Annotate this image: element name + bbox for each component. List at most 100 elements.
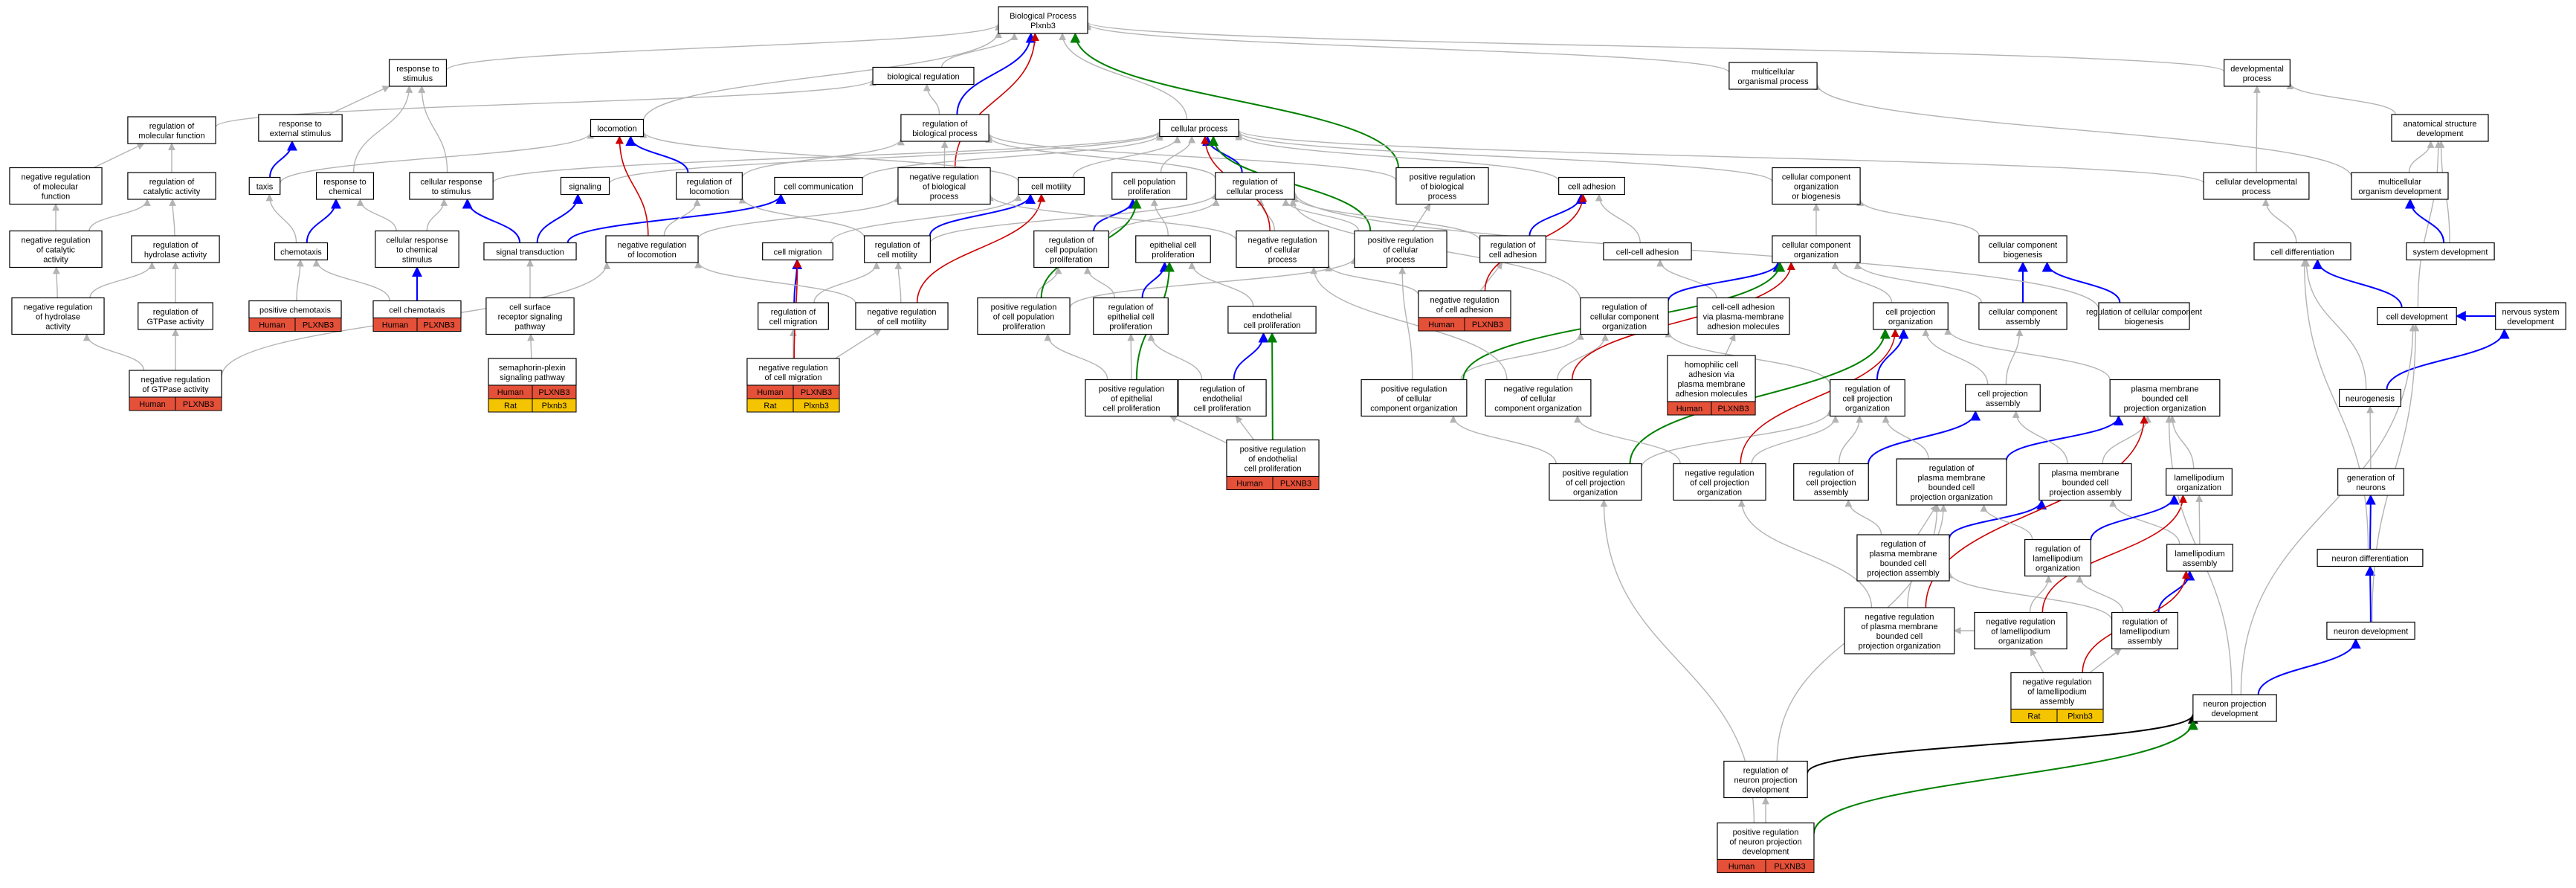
go-term-node-st[interactable]: signal transduction	[484, 243, 576, 260]
go-term-node-ndev[interactable]: neuron development	[2327, 622, 2415, 640]
go-term-node-chemo[interactable]: chemotaxis	[275, 243, 328, 260]
go-term-node-rccb[interactable]: regulation of cellular componentbiogenes…	[2086, 303, 2202, 329]
go-term-node-cc[interactable]: cell communication	[775, 178, 862, 195]
go-term-node-celldev[interactable]: cell development	[2378, 308, 2456, 325]
go-term-node-sysdev[interactable]: system development	[2406, 243, 2494, 260]
go-term-node-cadh[interactable]: cell adhesion	[1559, 178, 1625, 195]
edge-is-a-nrcp-to-nrbp	[990, 195, 1236, 241]
node-label-line: regulation of	[1200, 385, 1245, 394]
go-term-node-cmig[interactable]: cell migration	[763, 243, 833, 260]
go-term-node-breg[interactable]: biological regulation	[873, 68, 974, 85]
go-term-node-loc[interactable]: locomotion	[591, 120, 644, 137]
go-term-node-cp[interactable]: cellular process	[1160, 120, 1239, 137]
go-term-node-cdiff[interactable]: cell differentiation	[2254, 243, 2351, 260]
go-term-node-ccadh[interactable]: cell-cell adhesion	[1604, 243, 1691, 260]
go-term-node-taxis[interactable]: taxis	[249, 178, 280, 195]
node-label-line: cellular component	[1782, 241, 1850, 250]
go-term-node-cmot[interactable]: cell motility	[1019, 178, 1085, 195]
node-label-line: semaphorin-plexin	[499, 364, 566, 373]
go-term-node-ndiff[interactable]: neuron differentiation	[2317, 550, 2423, 567]
go-term-node-neurog[interactable]: neurogenesis	[2340, 390, 2401, 407]
go-term-node-sig[interactable]: signaling	[561, 178, 609, 195]
